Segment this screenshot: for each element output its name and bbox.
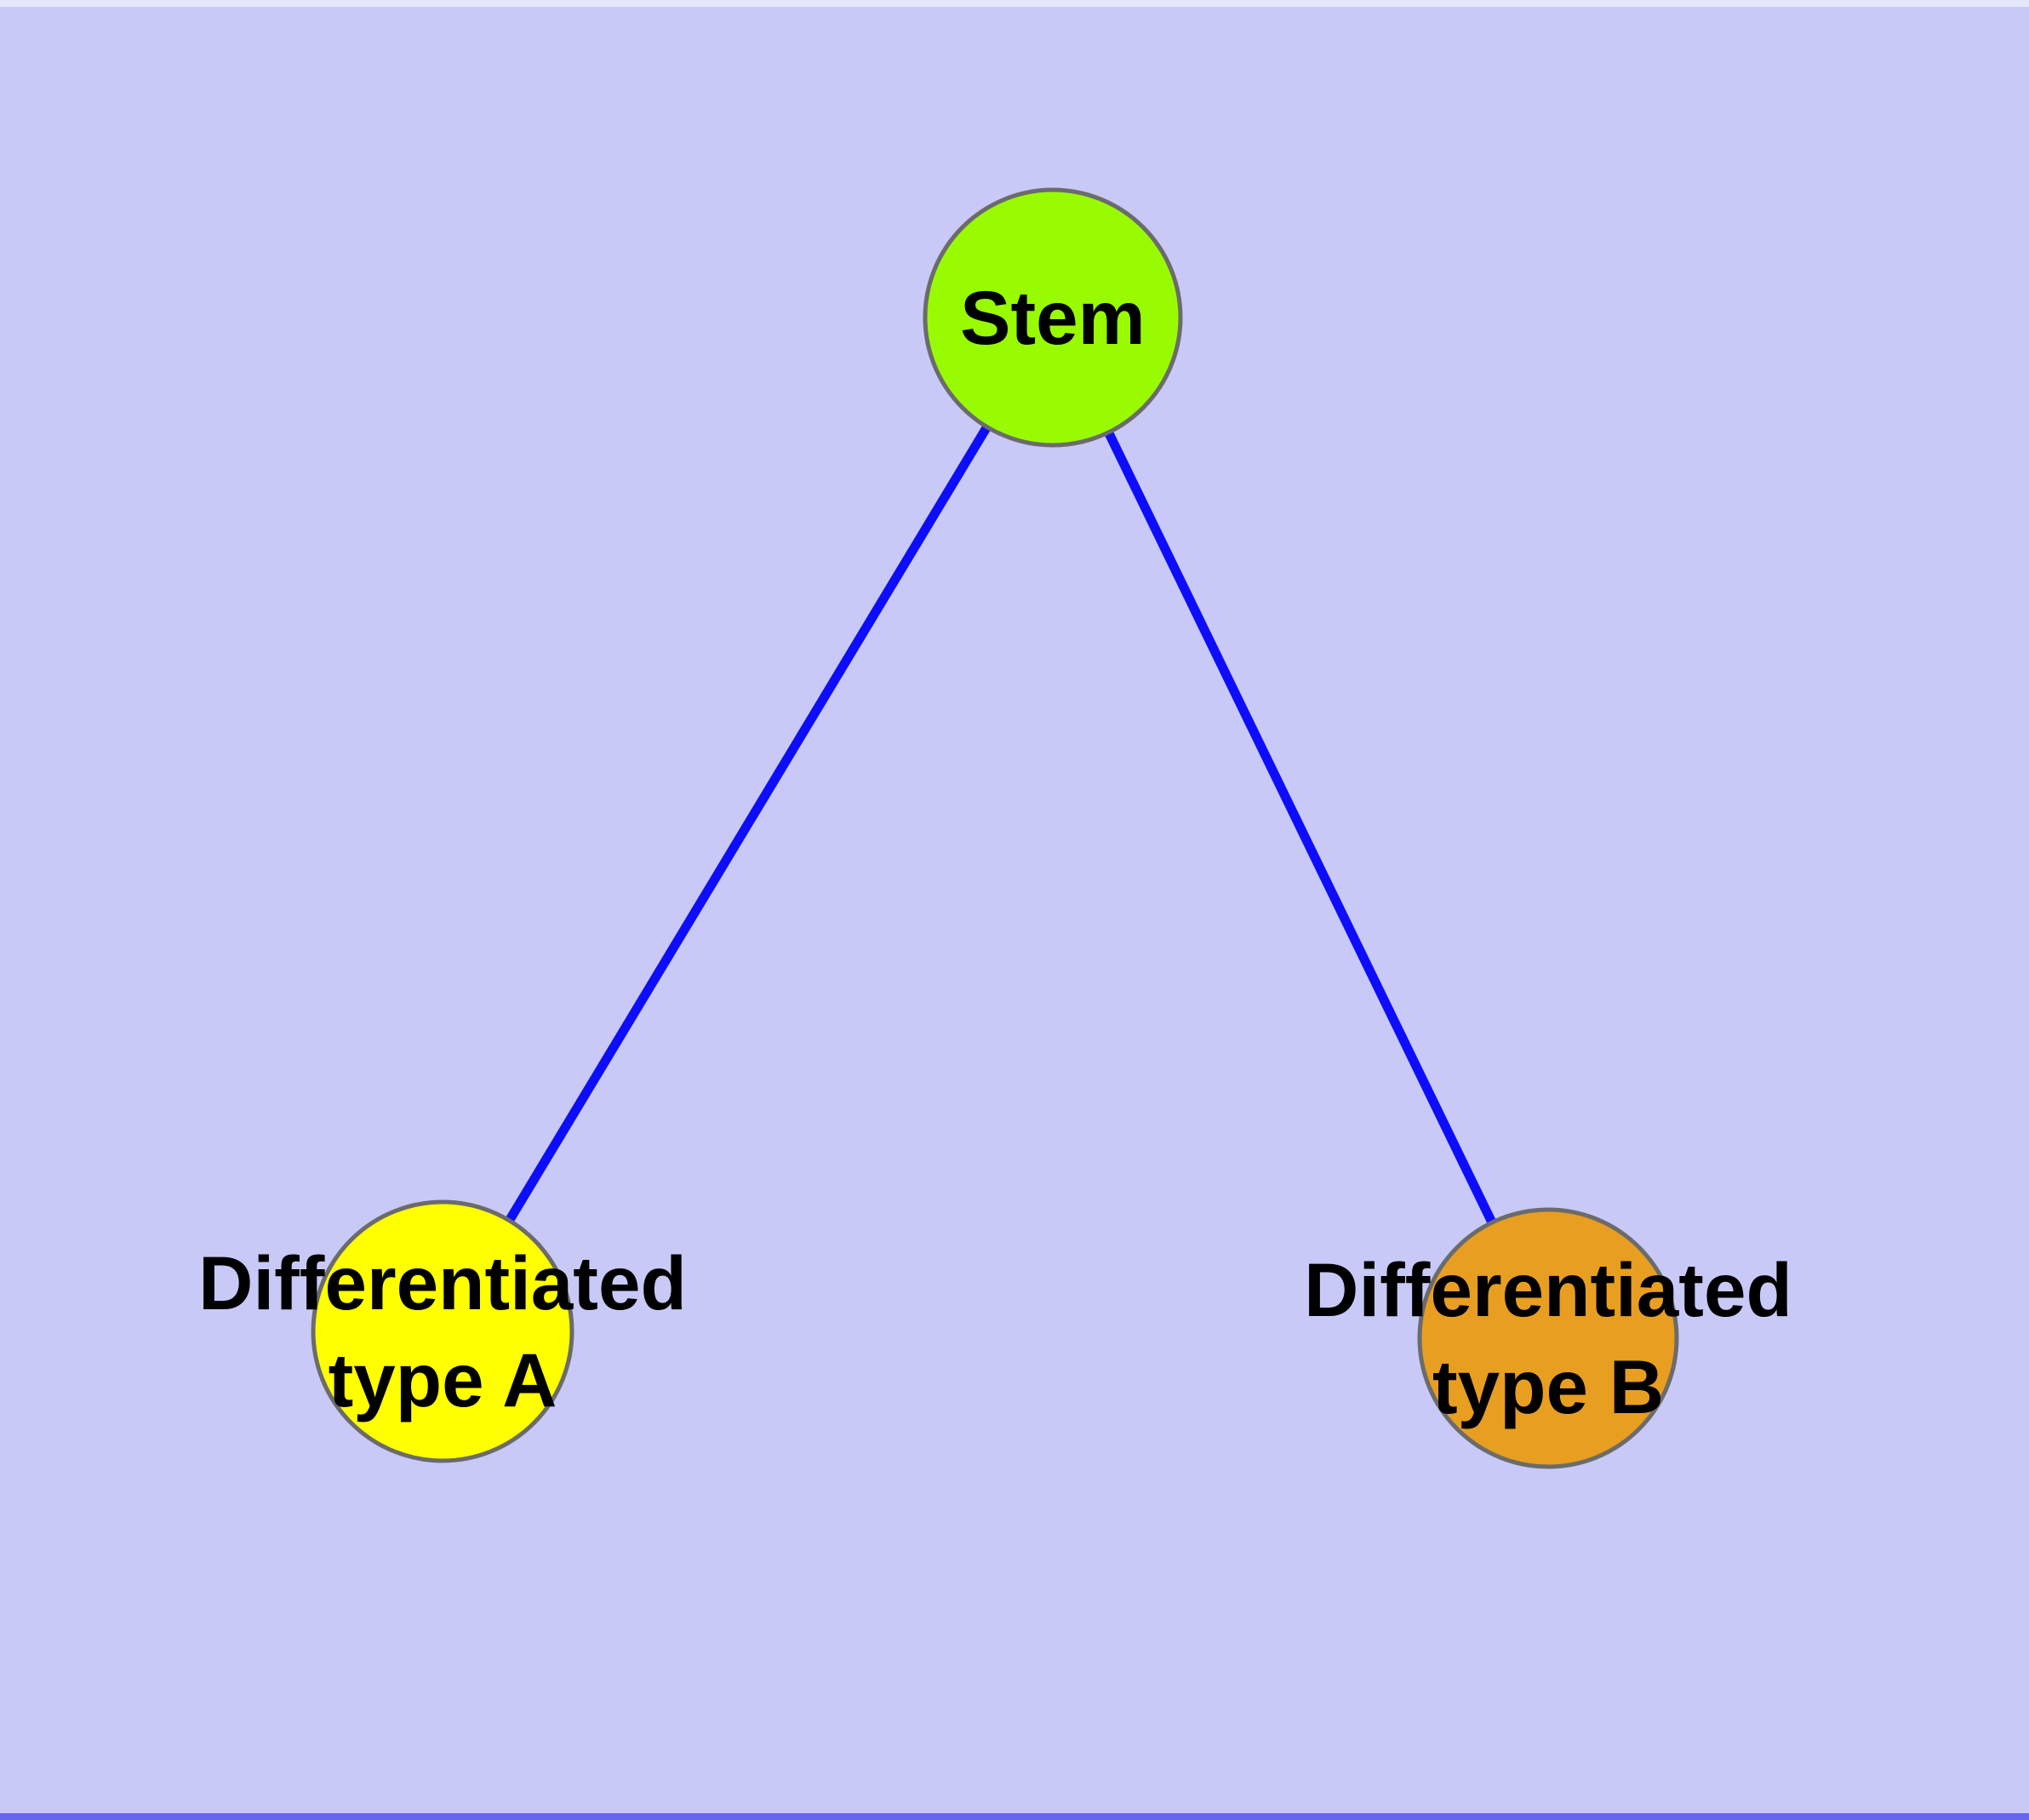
top-edge-strip	[0, 0, 2029, 7]
stem-node-circle	[923, 187, 1183, 448]
type-b-node-circle	[1417, 1207, 1679, 1469]
type-a-node-circle	[311, 1199, 574, 1463]
type-a-node-label-line1: Differentiated	[198, 1240, 687, 1325]
type-b-node-label-line2: type B	[1432, 1344, 1664, 1429]
type-b-node-label-line1: Differentiated	[1304, 1247, 1792, 1332]
type-a-node-label-line2: type A	[329, 1337, 557, 1422]
stem-node-label: Stem	[960, 275, 1146, 360]
edge-stem-to-type-b	[1049, 315, 1552, 1341]
bottom-edge-strip	[0, 1813, 2029, 1820]
edge-stem-to-type-a	[438, 315, 1057, 1334]
